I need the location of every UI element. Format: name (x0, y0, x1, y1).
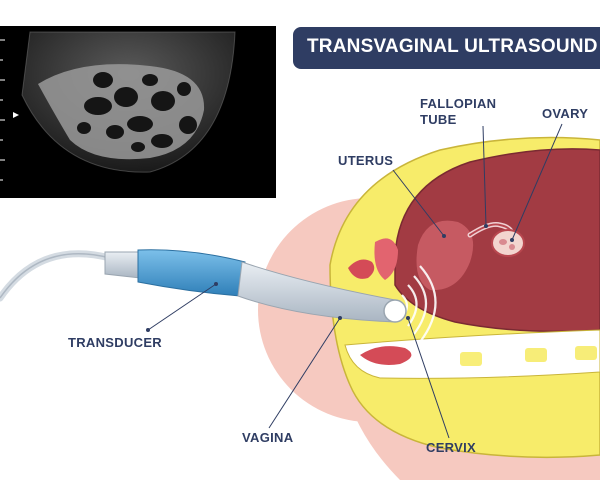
label-transducer: TRANSDUCER (68, 335, 162, 350)
label-fallopian-tube-line2: TUBE (420, 112, 457, 127)
leader-dots (146, 224, 514, 332)
label-ovary: OVARY (542, 106, 589, 121)
title-banner (293, 27, 600, 69)
ovary-organ (491, 229, 525, 257)
label-vagina: VAGINA (242, 430, 294, 445)
label-cervix: CERVIX (426, 440, 476, 455)
lower-canal (344, 329, 600, 379)
label-uterus: UTERUS (338, 153, 394, 168)
page-title: TRANSVAGINAL ULTRASOUND (307, 36, 598, 57)
upper-pocket (348, 238, 398, 280)
label-fallopian-tube-line1: FALLOPIAN (420, 96, 497, 111)
ultrasound-image (0, 26, 276, 198)
leader-lines (147, 123, 563, 439)
transducer-probe (0, 249, 407, 323)
label-fallopian-tube: FALLOPIAN TUBE (420, 96, 496, 128)
